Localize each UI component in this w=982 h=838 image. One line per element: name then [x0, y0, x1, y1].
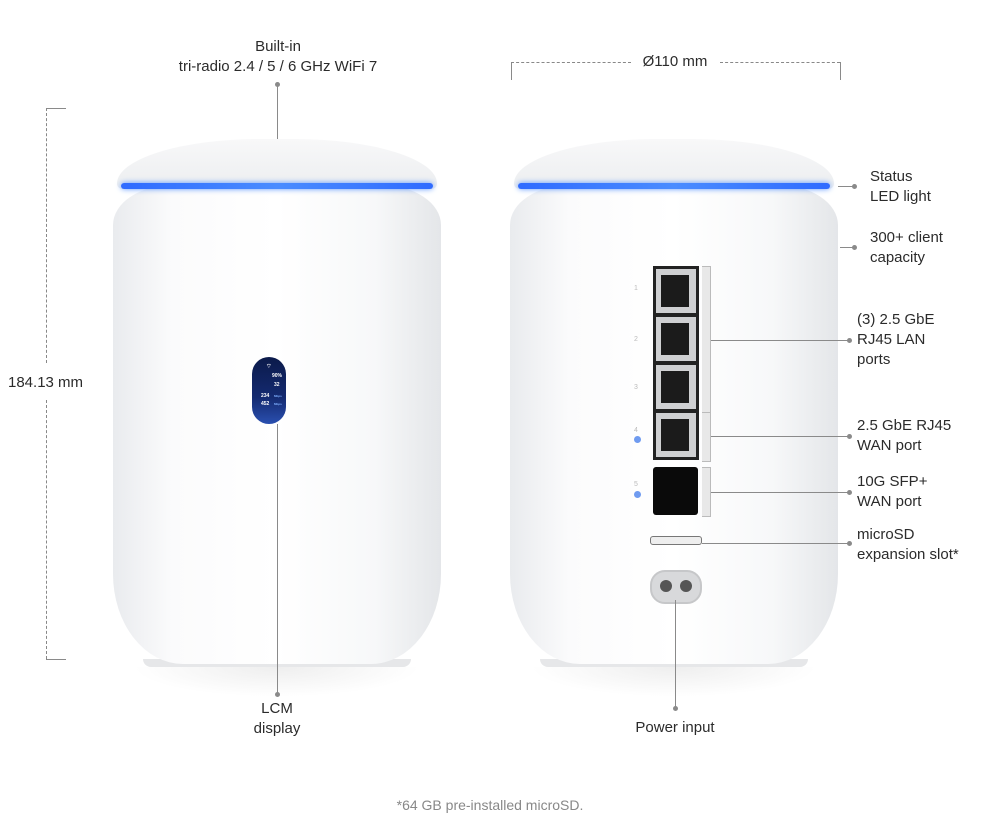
label-line: 10G SFP+ [857, 473, 928, 490]
device-dome [514, 139, 834, 189]
label-line: LED light [870, 188, 931, 205]
diameter-label: Ø110 mm [642, 53, 708, 70]
rj45-port-block [653, 266, 699, 460]
microsd-slot [650, 536, 702, 545]
lcm-display: ⌔ 90% 32 234 Mbps 452 Mbps [252, 357, 286, 424]
leader-dot [673, 706, 678, 711]
footnote: *64 GB pre-installed microSD. [396, 797, 584, 813]
label-line: WAN port [857, 437, 922, 454]
wifi-leader-line [277, 84, 278, 148]
port-led [634, 491, 641, 498]
microsd-leader-line [702, 543, 849, 544]
port-number: 1 [634, 285, 638, 292]
device-shadow [530, 667, 818, 697]
dim-dash [46, 400, 47, 659]
status-led-strip [518, 183, 830, 189]
dim-tick [511, 62, 512, 80]
label-line: WAN port [857, 493, 922, 510]
status-led-strip [121, 183, 433, 189]
leader-dot [852, 245, 857, 250]
power-pin [680, 580, 692, 592]
lcm-percent: 90% [272, 373, 283, 379]
height-label: 184.13 mm [8, 374, 84, 391]
lcm-download: 452 [261, 401, 270, 407]
dim-tick [840, 62, 841, 80]
dim-tick [46, 108, 66, 109]
lcm-upload: 234 [261, 393, 270, 399]
leader-dot [847, 490, 852, 495]
port-number: 3 [634, 384, 638, 391]
dim-dash [46, 108, 47, 363]
leader-dot [852, 184, 857, 189]
wifi-icon: ⌔ [266, 364, 272, 370]
leader-dot [847, 541, 852, 546]
device-dome [117, 139, 437, 189]
sfp-bracket [702, 467, 711, 517]
lan-port-3 [656, 365, 696, 409]
client-capacity-label: 300+ client capacity [870, 228, 943, 268]
lcm-unit: Mbps [274, 394, 282, 398]
port-number: 2 [634, 336, 638, 343]
label-line: capacity [870, 249, 926, 266]
lcm-unit: Mbps [274, 402, 282, 406]
lan-port-2 [656, 317, 696, 361]
label-line: Status [870, 168, 913, 185]
label-line: RJ45 LAN [857, 331, 926, 348]
leader-dot [847, 338, 852, 343]
lan-port-1 [656, 269, 696, 313]
port-number: 5 [634, 481, 638, 488]
wan-rj45-label: 2.5 GbE RJ45 WAN port [857, 416, 951, 456]
dim-dash [511, 62, 631, 63]
dim-tick [46, 659, 66, 660]
lan-bracket [702, 266, 711, 413]
lcm-leader-line [277, 424, 278, 694]
port-led [634, 436, 641, 443]
lan-ports-label: (3) 2.5 GbE RJ45 LAN ports [857, 310, 935, 370]
power-leader-line [675, 600, 676, 708]
wan-bracket [702, 412, 711, 462]
wifi-label-line2: tri-radio 2.4 / 5 / 6 GHz WiFi 7 [178, 58, 378, 75]
wan-rj45-port [656, 413, 696, 457]
leader-line [840, 247, 854, 248]
label-line: 2.5 GbE RJ45 [857, 417, 952, 434]
wifi-label-line1: Built-in [255, 38, 301, 55]
microsd-label: microSD expansion slot* [857, 525, 959, 565]
lcm-label: LCM display [227, 699, 327, 739]
label-line: expansion slot* [857, 546, 959, 563]
lan-leader-line [711, 340, 849, 341]
lcm-clients: 32 [274, 382, 280, 388]
label-line: 300+ client [870, 229, 943, 246]
wan-leader-line [711, 436, 849, 437]
power-port [650, 570, 702, 604]
lcm-label-line2: display [253, 720, 301, 737]
leader-dot [847, 434, 852, 439]
power-label: Power input [635, 719, 715, 736]
power-pin [660, 580, 672, 592]
lcm-label-line1: LCM [261, 700, 293, 717]
sfp-label: 10G SFP+ WAN port [857, 472, 927, 512]
wifi-label: Built-in tri-radio 2.4 / 5 / 6 GHz WiFi … [150, 37, 406, 77]
leader-line [838, 186, 854, 187]
sfp-port [653, 467, 698, 515]
status-led-label: Status LED light [870, 167, 931, 207]
label-line: microSD [857, 526, 915, 543]
label-line: (3) 2.5 GbE [857, 311, 935, 328]
sfp-leader-line [711, 492, 849, 493]
label-line: ports [857, 351, 891, 368]
leader-dot [275, 692, 280, 697]
device-back: 1 2 3 4 5 [510, 139, 838, 697]
port-number: 4 [634, 427, 638, 434]
dim-dash [720, 62, 840, 63]
